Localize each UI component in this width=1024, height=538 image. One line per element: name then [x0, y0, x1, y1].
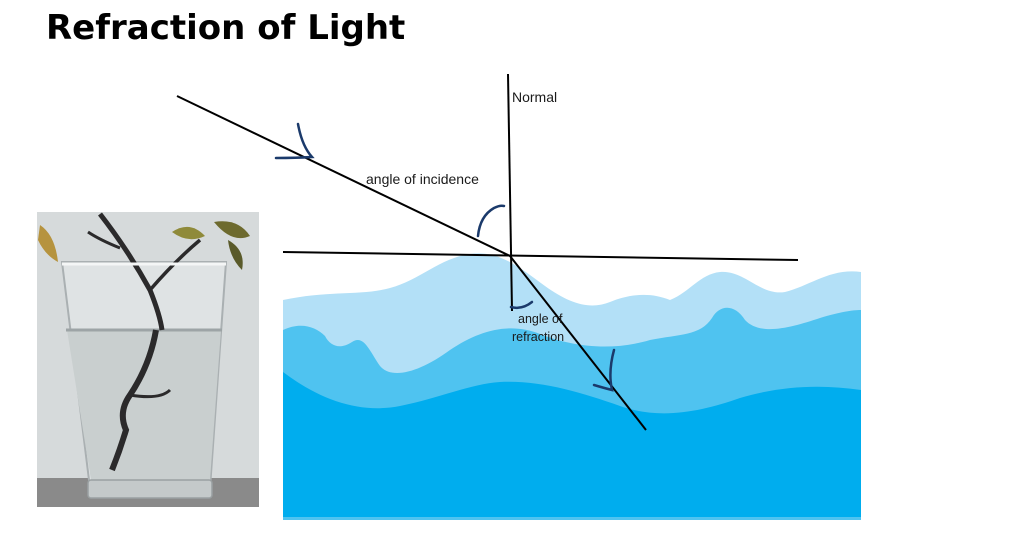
angle-of-refraction-label-line2: refraction	[512, 330, 564, 344]
water-layer-deep	[283, 372, 861, 517]
refracted-arrow-icon	[592, 348, 616, 392]
water	[283, 253, 861, 520]
leaf	[172, 226, 205, 240]
twig-refracted	[109, 329, 159, 472]
incident-arrow-icon	[274, 122, 315, 160]
glass-water	[67, 330, 221, 480]
refracted-ray	[509, 255, 647, 431]
refraction-angle-arc	[509, 300, 534, 310]
incident-ray	[176, 95, 511, 257]
twig-refracted	[129, 388, 172, 399]
glass-base	[87, 479, 213, 499]
leaf	[228, 240, 243, 270]
incidence-angle-arc	[476, 204, 506, 238]
normal-label: Normal	[512, 89, 557, 105]
twig	[87, 230, 121, 250]
surface-line	[282, 251, 799, 261]
angle-of-refraction-label-line1: angle of	[518, 312, 563, 326]
leaf	[38, 225, 58, 262]
normal-line	[507, 73, 513, 312]
glass-photo	[37, 212, 259, 507]
page-title: Refraction of Light	[46, 8, 406, 48]
leaf	[214, 221, 250, 239]
angle-of-incidence-label: angle of incidence	[366, 171, 479, 187]
